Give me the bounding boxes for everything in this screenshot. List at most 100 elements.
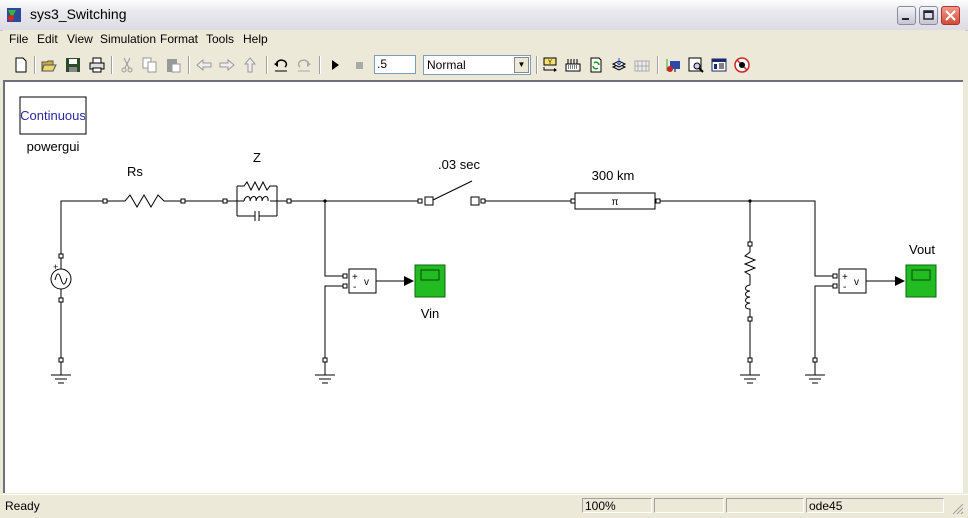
svg-text:v: v [854, 277, 859, 288]
profiler-icon [734, 57, 750, 73]
breaker-label: .03 sec [438, 157, 480, 172]
menu-edit[interactable]: Edit [37, 32, 58, 46]
undo-button[interactable] [271, 55, 291, 75]
ground-1[interactable] [51, 357, 71, 384]
redo-icon [297, 59, 311, 72]
update-diagram-icon [565, 59, 581, 72]
parallel-rlc-z[interactable] [222, 180, 292, 221]
voltage-measurement-vout[interactable]: + - v [832, 268, 867, 294]
svg-text:Y: Y [548, 60, 552, 66]
wire [324, 201, 345, 277]
junction-dot [323, 199, 327, 203]
build-icon: Y [543, 57, 557, 72]
rs-label: Rs [127, 164, 143, 179]
ground-2[interactable] [315, 357, 335, 384]
simulation-mode-select[interactable]: Normal ▼ [423, 55, 531, 75]
library-browser-button[interactable] [609, 55, 629, 75]
resistor-rs[interactable] [102, 194, 186, 208]
open-folder-icon [41, 60, 57, 72]
ground-3[interactable] [740, 357, 760, 384]
paste-button[interactable] [163, 55, 183, 75]
zoom-level: 100% [582, 498, 652, 513]
solver-name: ode45 [806, 498, 944, 513]
close-button[interactable] [941, 6, 960, 25]
simulation-mode-value: Normal [427, 58, 466, 72]
model-explorer-button[interactable] [632, 55, 652, 75]
svg-text:-: - [843, 282, 846, 293]
svg-text:+: + [842, 272, 848, 283]
scope-vout[interactable] [905, 264, 937, 298]
redo-button[interactable] [294, 55, 314, 75]
toolbar-separator [34, 56, 36, 74]
menu-file[interactable]: File [9, 32, 29, 46]
menu-format[interactable]: Format [160, 32, 199, 46]
arrow-icon [895, 276, 905, 286]
save-button[interactable] [63, 55, 83, 75]
grid-icon-disabled [634, 60, 650, 72]
build-button[interactable]: Y [540, 55, 560, 75]
start-simulation-button[interactable] [325, 55, 345, 75]
window-title: sys3_Switching [30, 6, 127, 22]
model-canvas[interactable]: Continuous powergui + Rs [3, 80, 963, 493]
breaker-switch[interactable] [417, 180, 486, 206]
arrow-right-icon [219, 58, 235, 72]
maximize-button[interactable] [919, 6, 938, 25]
refresh-icon [590, 57, 602, 73]
wire [814, 285, 835, 360]
print-button[interactable] [87, 55, 107, 75]
pi-section-line[interactable]: π [570, 192, 661, 210]
menu-help[interactable]: Help [243, 32, 268, 46]
vout-label: Vout [909, 242, 935, 257]
pi-glyph: π [612, 197, 619, 208]
status-cell-2 [654, 498, 724, 513]
undo-icon [274, 59, 288, 72]
new-document-icon [15, 57, 27, 73]
debugger-button[interactable] [663, 55, 683, 75]
save-disk-icon [66, 58, 80, 72]
properties-button[interactable] [709, 55, 729, 75]
copy-icon [142, 57, 157, 73]
stop-icon [356, 62, 363, 69]
toolbar-separator [266, 56, 268, 74]
maximize-icon [923, 10, 934, 20]
play-icon [332, 60, 339, 70]
cut-button[interactable] [117, 55, 137, 75]
powergui-block[interactable]: Continuous [19, 96, 87, 135]
refresh-button[interactable] [586, 55, 606, 75]
toolbar-separator [188, 56, 190, 74]
menu-view[interactable]: View [67, 32, 93, 46]
scissors-icon [121, 57, 133, 73]
open-button[interactable] [39, 55, 59, 75]
scope-vin[interactable] [414, 264, 446, 298]
up-button[interactable] [240, 55, 260, 75]
resize-grip-icon[interactable] [950, 501, 964, 515]
arrow-left-icon [196, 58, 212, 72]
minimize-button[interactable] [897, 6, 916, 25]
chevron-down-icon[interactable]: ▼ [514, 57, 529, 73]
profiler-button[interactable] [732, 55, 752, 75]
svg-text:+: + [352, 272, 358, 283]
sine-wave-icon [54, 273, 68, 285]
magnifier-document-icon [688, 57, 704, 73]
stop-time-input[interactable]: .5 [374, 55, 416, 74]
svg-text:v: v [364, 277, 369, 288]
forward-button[interactable] [217, 55, 237, 75]
update-diagram-button[interactable] [563, 55, 583, 75]
circuit-diagram: Continuous powergui + Rs [19, 96, 937, 384]
ac-voltage-source[interactable]: + [50, 253, 72, 303]
series-rl-load[interactable] [743, 241, 757, 322]
wire [324, 285, 345, 360]
vin-label: Vin [421, 306, 440, 321]
copy-button[interactable] [140, 55, 160, 75]
ground-4[interactable] [805, 357, 825, 384]
arrow-up-icon [243, 57, 257, 73]
minimize-icon [902, 18, 909, 20]
voltage-measurement-vin[interactable]: + - v [342, 268, 377, 294]
stop-simulation-button[interactable] [349, 55, 369, 75]
new-model-button[interactable] [11, 55, 31, 75]
back-button[interactable] [194, 55, 214, 75]
menu-tools[interactable]: Tools [206, 32, 235, 46]
model-advisor-button[interactable] [686, 55, 706, 75]
menu-simulation[interactable]: Simulation [100, 32, 157, 46]
